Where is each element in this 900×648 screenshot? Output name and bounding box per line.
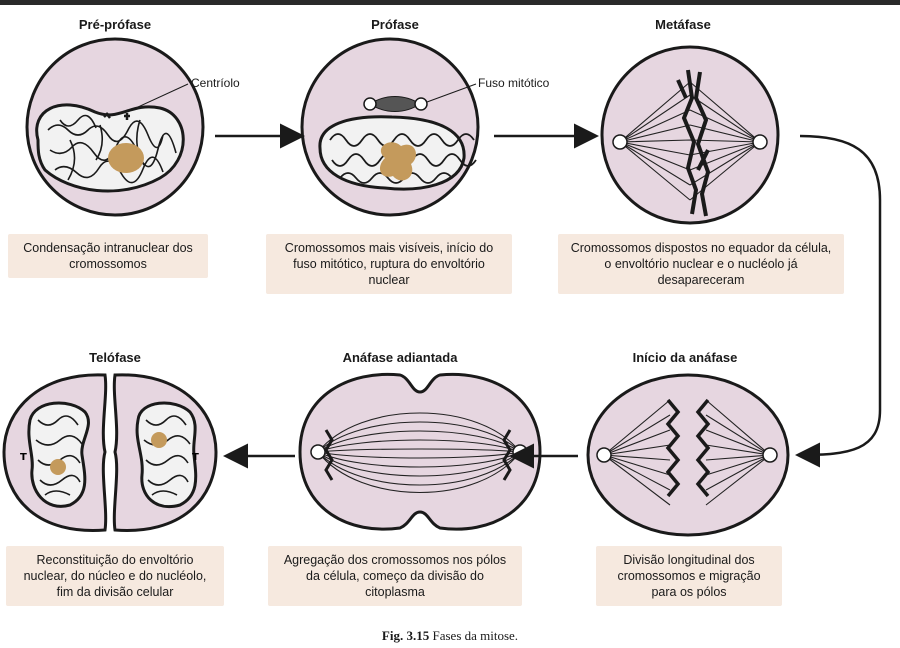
cell-pre-profase bbox=[25, 37, 205, 217]
svg-text:T: T bbox=[192, 452, 199, 463]
cell-telofase: T T bbox=[2, 373, 218, 532]
title-profase: Prófase bbox=[371, 17, 419, 32]
caption-metafase: Cromossomos dispostos no equador da célu… bbox=[558, 234, 844, 294]
title-pre-profase: Pré-prófase bbox=[78, 17, 152, 32]
caption-inicio-anafase: Divisão longitudinal dos cromossomos e m… bbox=[596, 546, 782, 606]
arrow-3 bbox=[795, 134, 882, 468]
title-metafase: Metáfase bbox=[655, 17, 711, 32]
cell-anafase-adiantada bbox=[298, 372, 542, 531]
svg-text:T: T bbox=[20, 452, 27, 463]
cell-inicio-anafase bbox=[586, 373, 790, 537]
title-telofase: Telófase bbox=[89, 350, 141, 365]
top-border bbox=[0, 0, 900, 5]
label-fuso-mitotico: Fuso mitótico bbox=[478, 76, 550, 90]
cell-metafase bbox=[600, 45, 780, 225]
cell-profase bbox=[300, 37, 480, 217]
caption-anafase-adiantada: Agregação dos cromossomos nos pólos da c… bbox=[268, 546, 522, 606]
caption-pre-profase: Condensação intranuclear dos cromossomos bbox=[8, 234, 208, 278]
figure-number: Fig. 3.15 bbox=[381, 628, 430, 643]
caption-telofase: Reconstituição do envoltório nuclear, do… bbox=[6, 546, 224, 606]
title-anafase-adiantada: Anáfase adiantada bbox=[342, 350, 458, 365]
figure-caption: Fig. 3.15 Fases da mitose. bbox=[0, 628, 900, 644]
figure-text: Fases da mitose. bbox=[432, 628, 519, 643]
caption-profase: Cromossomos mais visíveis, início do fus… bbox=[266, 234, 512, 294]
title-inicio-anafase: Início da anáfase bbox=[632, 350, 738, 365]
label-centriolo: Centríolo bbox=[191, 76, 240, 90]
